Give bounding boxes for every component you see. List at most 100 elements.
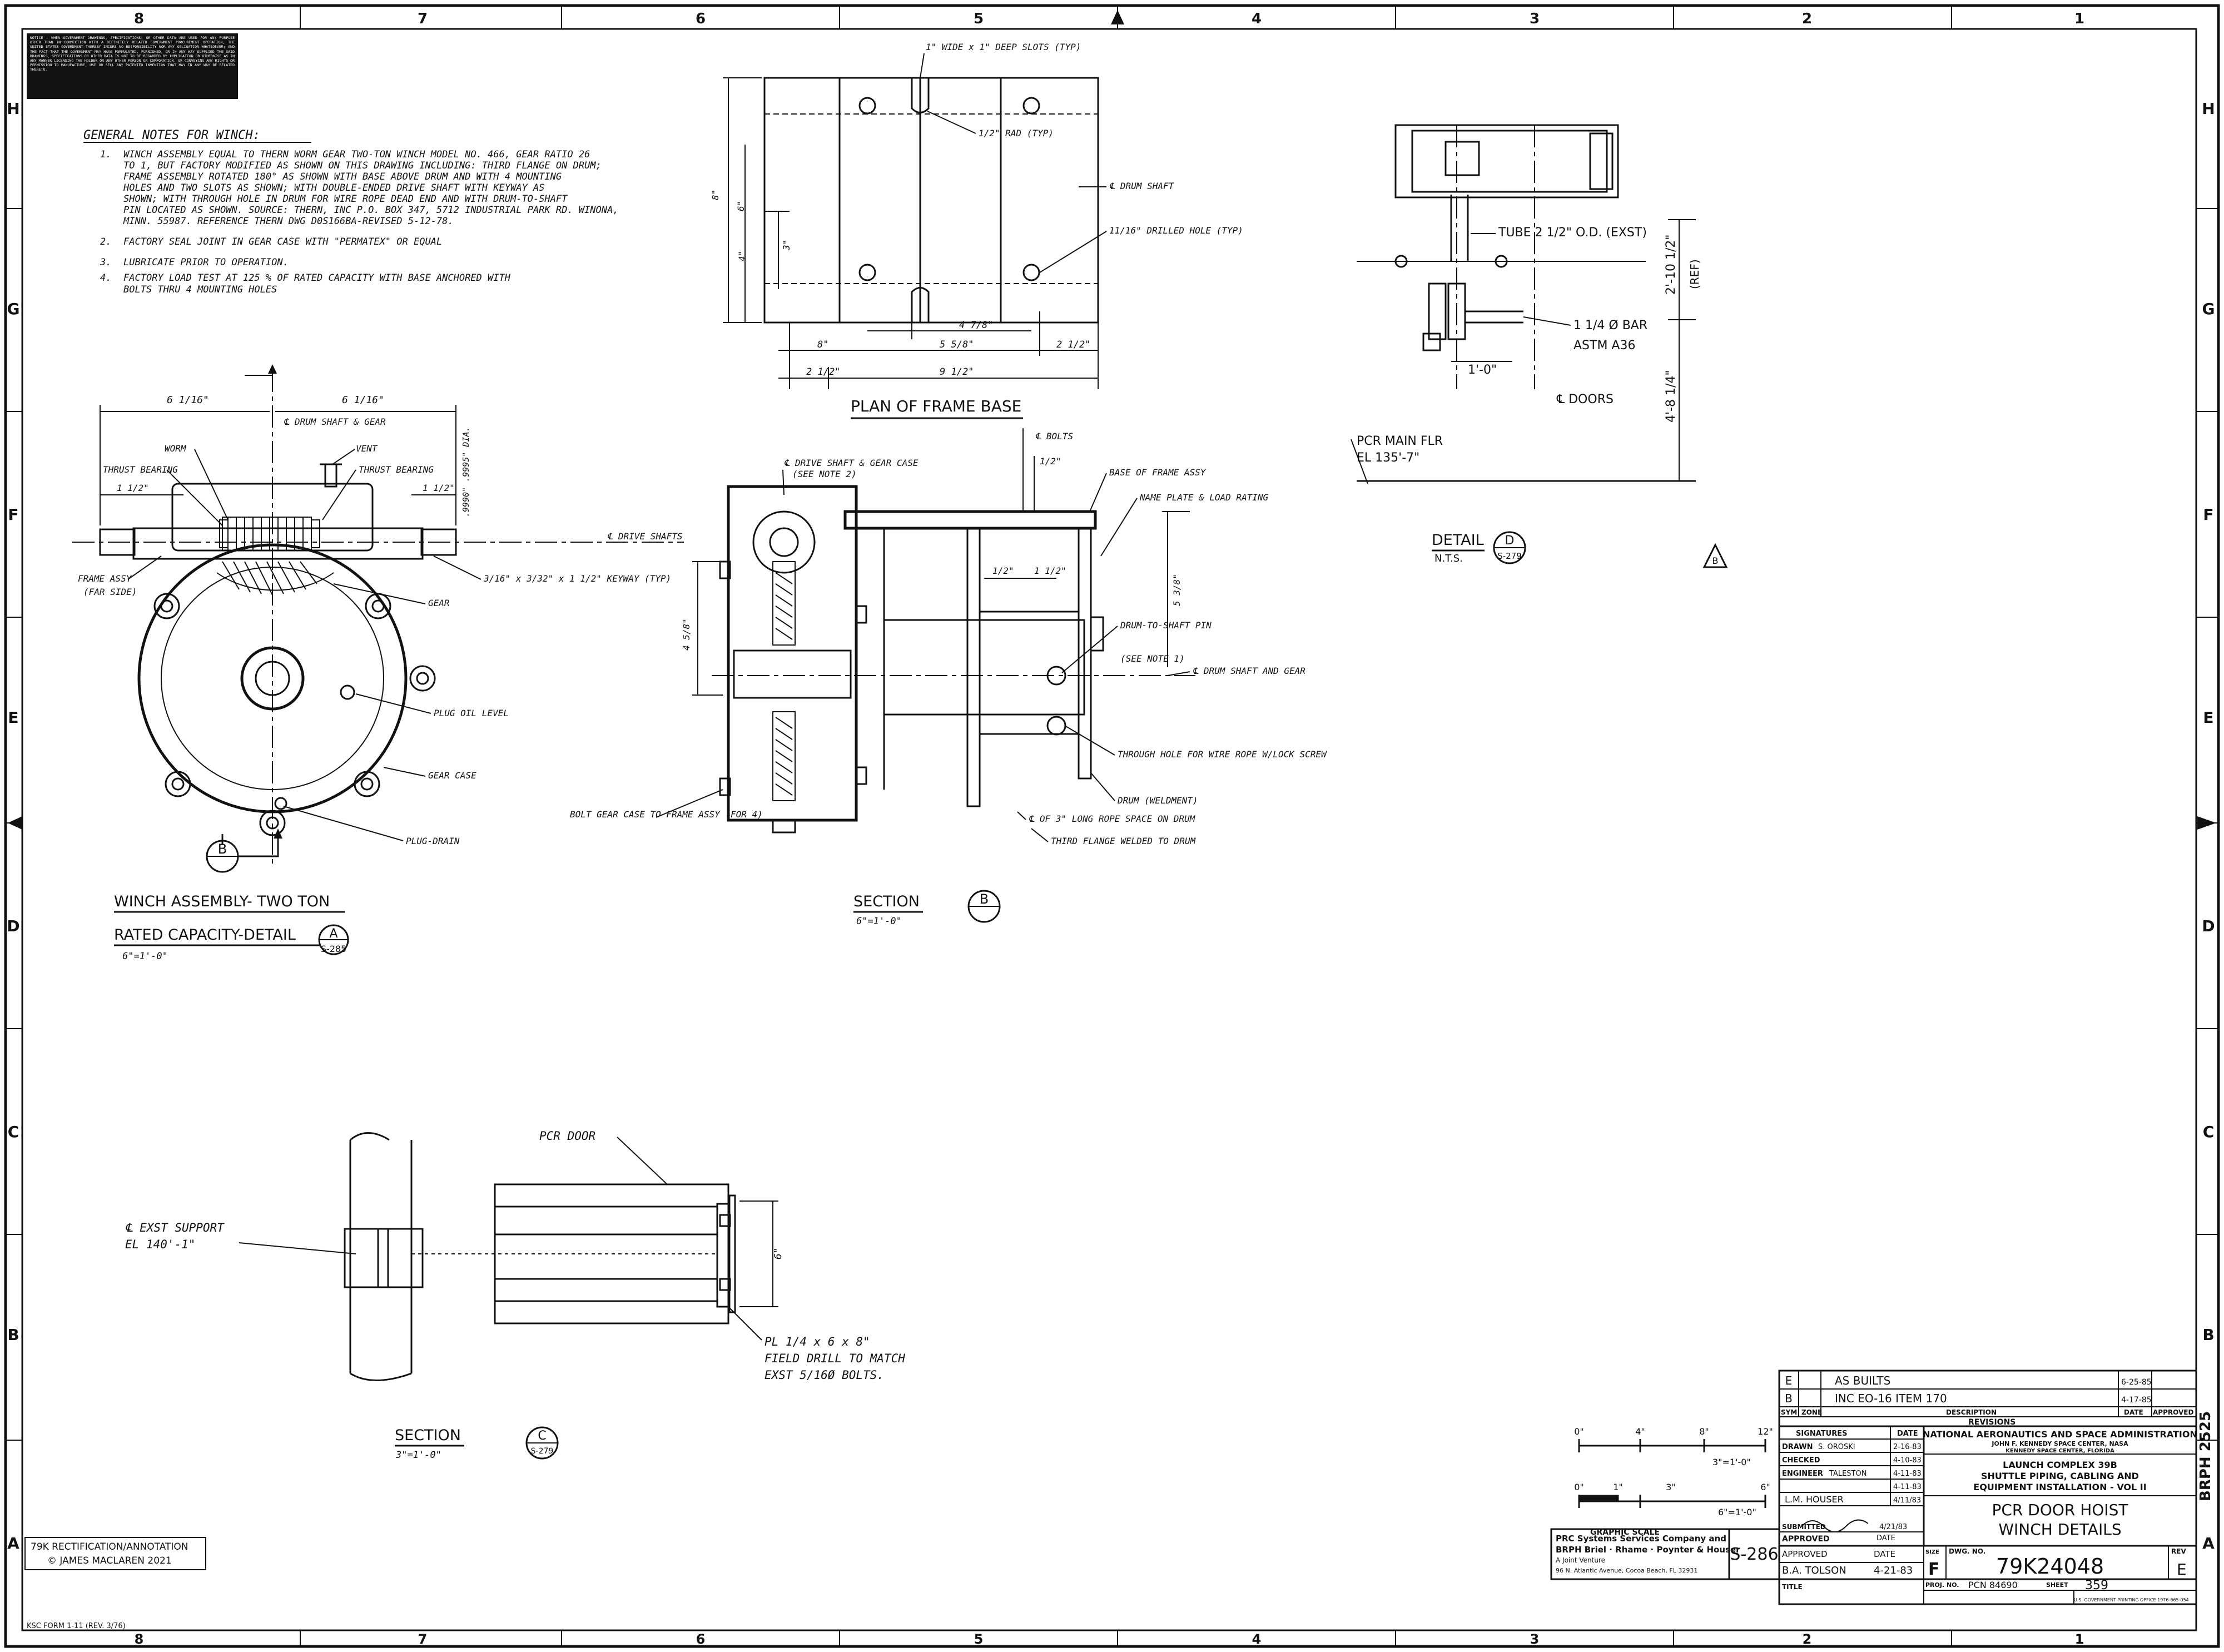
- svg-text:APPROVED: APPROVED: [1782, 1549, 1828, 1559]
- svg-text:4-11-83: 4-11-83: [1893, 1470, 1922, 1478]
- svg-text:6": 6": [1760, 1482, 1770, 1492]
- notice-block: NOTICE — WHEN GOVERNMENT DRAWINGS, SPECI…: [27, 33, 238, 99]
- svg-text:NATIONAL AERONAUTICS AND SPACE: NATIONAL AERONAUTICS AND SPACE ADMINISTR…: [1923, 1429, 2197, 1440]
- svg-text:FRAME ASSY: FRAME ASSY: [78, 573, 132, 584]
- svg-text:6": 6": [772, 1247, 784, 1259]
- svg-text:S-285: S-285: [321, 944, 346, 954]
- svg-text:S-279: S-279: [531, 1447, 554, 1456]
- svg-text:3: 3: [1530, 11, 1540, 27]
- svg-text:LAUNCH COMPLEX 39B: LAUNCH COMPLEX 39B: [2003, 1460, 2117, 1470]
- svg-text:C: C: [2203, 1123, 2215, 1141]
- revision-triangle-icon: [1702, 543, 1728, 568]
- svg-text:DRUM (WELDMENT): DRUM (WELDMENT): [1117, 795, 1198, 806]
- svg-text:(REF): (REF): [1688, 259, 1701, 289]
- revision-block: E AS BUILTS 6-25-85 B INC EO-16 ITEM 170…: [1778, 1370, 2197, 1427]
- svg-text:ENGINEER: ENGINEER: [1782, 1470, 1823, 1478]
- svg-text:NAME PLATE & LOAD RATING: NAME PLATE & LOAD RATING: [1139, 492, 1269, 503]
- vertical-drawing-id: BRPH 2525: [2197, 1411, 2214, 1501]
- svg-text:GRAPHIC SCALE: GRAPHIC SCALE: [1590, 1528, 1660, 1537]
- svg-text:3"=1'-0": 3"=1'-0": [1712, 1457, 1751, 1467]
- svg-text:ZONE: ZONE: [1801, 1408, 1822, 1416]
- svg-text:F: F: [1928, 1560, 1940, 1579]
- winch-title-line1: WINCH ASSEMBLY- TWO TON: [114, 893, 330, 910]
- svg-text:FACTORY SEAL JOINT IN GEAR CAS: FACTORY SEAL JOINT IN GEAR CASE WITH "PE…: [123, 236, 442, 247]
- svg-text:SUBMITTED: SUBMITTED: [1782, 1523, 1826, 1531]
- svg-text:2 1/2": 2 1/2": [806, 366, 840, 378]
- svg-text:B.A. TOLSON: B.A. TOLSON: [1782, 1565, 1846, 1576]
- general-notes-title: GENERAL NOTES FOR WINCH:: [83, 128, 260, 142]
- svg-text:A: A: [2202, 1534, 2215, 1552]
- svg-text:E: E: [2177, 1560, 2187, 1579]
- svg-text:L.M. HOUSER: L.M. HOUSER: [1785, 1494, 1844, 1505]
- svg-text:APPROVED: APPROVED: [2153, 1408, 2193, 1416]
- svg-text:LUBRICATE PRIOR TO OPERATION.: LUBRICATE PRIOR TO OPERATION.: [123, 257, 289, 268]
- svg-text:8": 8": [710, 190, 721, 200]
- svg-text:1.: 1.: [100, 149, 111, 160]
- svg-text:7: 7: [418, 1631, 428, 1647]
- plan-of-frame-base: 8" 6" 4" 3" 4 7/8" 8" 5 5/8" 2 1/2" 2 1/…: [710, 42, 1243, 419]
- top-center-arrow-icon: [1111, 10, 1124, 24]
- svg-text:1 1/4 Ø BAR: 1 1/4 Ø BAR: [1573, 319, 1647, 333]
- bottom-zone-labels: 8 7 6 5 4 3 2 1: [135, 1631, 2084, 1647]
- plan-title: PLAN OF FRAME BASE: [851, 397, 1021, 415]
- svg-text:2'-10 1/2": 2'-10 1/2": [1664, 235, 1678, 295]
- svg-text:F: F: [8, 505, 18, 524]
- svg-text:DATE: DATE: [1877, 1534, 1895, 1542]
- svg-text:PCR MAIN FLR: PCR MAIN FLR: [1357, 434, 1443, 448]
- svg-text:(SEE NOTE 2): (SEE NOTE 2): [792, 469, 857, 479]
- svg-text:ASTM A36: ASTM A36: [1573, 339, 1635, 353]
- svg-text:4-17-85: 4-17-85: [2121, 1396, 2152, 1405]
- submitted-signature-icon: [1801, 1519, 1869, 1532]
- svg-text:PIN LOCATED AS SHOWN. SOURCE:: PIN LOCATED AS SHOWN. SOURCE: THERN, INC…: [123, 205, 618, 216]
- svg-text:BASE OF FRAME ASSY: BASE OF FRAME ASSY: [1109, 467, 1207, 478]
- svg-text:KSC FORM 1-11 (REV. 3/76): KSC FORM 1-11 (REV. 3/76): [27, 1622, 126, 1630]
- svg-text:A: A: [329, 927, 337, 941]
- svg-text:1/2": 1/2": [992, 565, 1014, 576]
- svg-text:4": 4": [1635, 1426, 1645, 1437]
- svg-text:4 7/8": 4 7/8": [959, 320, 993, 331]
- svg-text:E: E: [8, 708, 18, 727]
- svg-text:SIZE: SIZE: [1925, 1549, 1939, 1555]
- svg-text:G: G: [7, 300, 20, 318]
- svg-text:1: 1: [2074, 11, 2084, 27]
- svg-text:12": 12": [1758, 1426, 1773, 1437]
- svg-text:4": 4": [737, 251, 747, 261]
- svg-text:N.T.S.: N.T.S.: [1434, 553, 1463, 564]
- svg-text:PCN 84690: PCN 84690: [1968, 1580, 2018, 1590]
- svg-text:9 1/2": 9 1/2": [940, 366, 974, 378]
- svg-text:4: 4: [1252, 1631, 1262, 1647]
- svg-text:D: D: [1505, 534, 1515, 548]
- svg-text:DRUM-TO-SHAFT PIN: DRUM-TO-SHAFT PIN: [1120, 620, 1212, 631]
- svg-text:E: E: [2203, 708, 2213, 727]
- svg-text:TO 1, BUT FACTORY MODIFIED AS: TO 1, BUT FACTORY MODIFIED AS SHOWN ON T…: [123, 160, 602, 171]
- svg-text:4-21-83: 4-21-83: [1874, 1565, 1913, 1576]
- svg-text:(SEE NOTE 1): (SEE NOTE 1): [1120, 653, 1185, 664]
- drawing-border: [4, 4, 2220, 1648]
- svg-text:1: 1: [2075, 1631, 2084, 1647]
- svg-text:(FAR SIDE): (FAR SIDE): [83, 587, 137, 597]
- signature-block: SIGNATURES DATE DRAWN S. OROSKI 2-16-83 …: [1778, 1425, 1925, 1547]
- svg-text:CHECKED: CHECKED: [1782, 1456, 1820, 1465]
- svg-text:4/21/83: 4/21/83: [1879, 1523, 1907, 1531]
- svg-text:℄ OF 3" LONG ROPE SPACE ON DRU: ℄ OF 3" LONG ROPE SPACE ON DRUM: [1029, 813, 1196, 824]
- winch-assembly-view: 6 1/16" 6 1/16" 1 1/2" 1 1/2" .9990" .99…: [72, 364, 684, 962]
- svg-text:BOLT GEAR CASE TO FRAME ASSY (: BOLT GEAR CASE TO FRAME ASSY (FOR 4): [570, 809, 763, 820]
- svg-text:℄ DOORS: ℄ DOORS: [1556, 393, 1614, 406]
- svg-text:FRAME ASSEMBLY ROTATED 180° AS: FRAME ASSEMBLY ROTATED 180° AS SHOWN WIT…: [123, 171, 562, 182]
- svg-text:DATE: DATE: [1897, 1430, 1918, 1438]
- svg-text:U.S. GOVERNMENT PRINTING OFFIC: U.S. GOVERNMENT PRINTING OFFICE 1976-665…: [2074, 1598, 2189, 1603]
- svg-text:TUBE 2 1/2" O.D. (EXST): TUBE 2 1/2" O.D. (EXST): [1498, 226, 1647, 240]
- svg-text:THRUST BEARING: THRUST BEARING: [103, 464, 178, 475]
- svg-text:6-25-85: 6-25-85: [2121, 1378, 2152, 1387]
- svg-text:B: B: [218, 841, 227, 857]
- svg-text:SYM: SYM: [1781, 1408, 1797, 1416]
- svg-text:S-279: S-279: [1497, 551, 1522, 561]
- sheet-reference: S-286: [1730, 1545, 1778, 1564]
- svg-text:.9990" .9995" DIA.: .9990" .9995" DIA.: [461, 426, 471, 517]
- svg-text:1'-0": 1'-0": [1468, 363, 1497, 377]
- left-center-arrow-icon: [8, 816, 22, 830]
- drawing-title-line1: PCR DOOR HOIST: [1992, 1501, 2128, 1519]
- top-zone-labels: 8 7 6 5 4 3 2 1: [134, 11, 2084, 27]
- svg-text:F: F: [2203, 505, 2213, 524]
- graphic-scale: 0" 4" 8" 12" 3"=1'-0" 0" 1" 3" 6" 6"=1'-…: [1574, 1426, 1773, 1537]
